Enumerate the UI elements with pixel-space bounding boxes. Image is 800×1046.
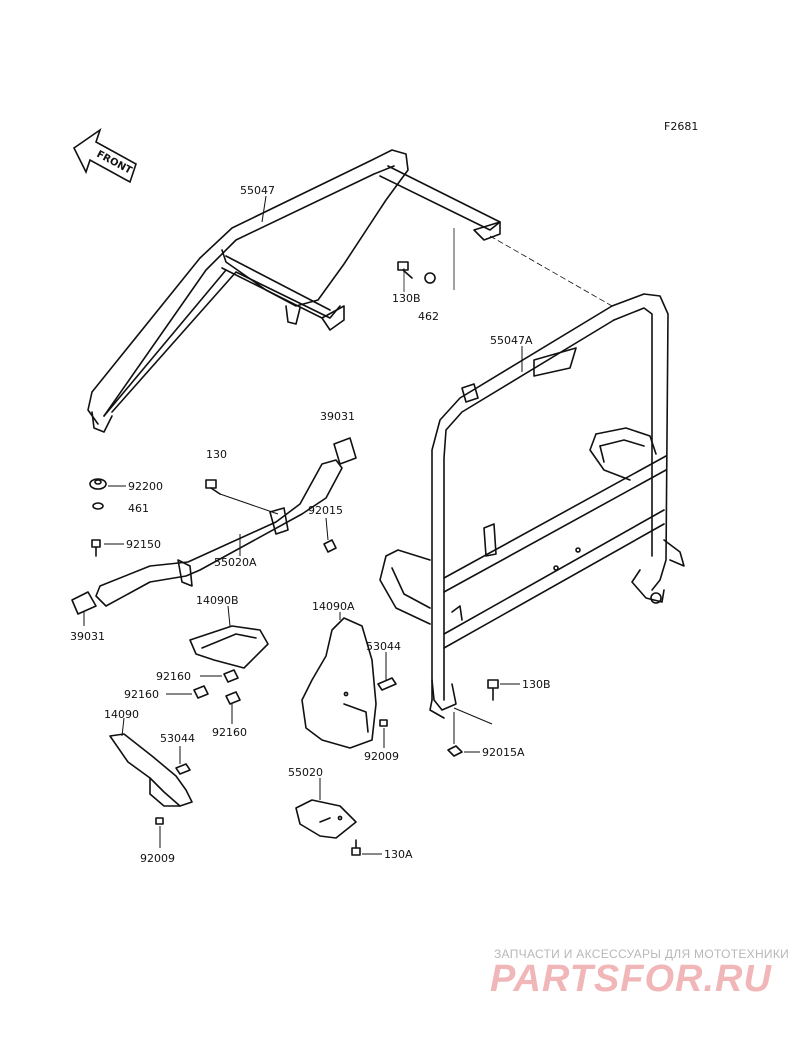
label-130b-top: 130B xyxy=(392,292,421,305)
grip-39031-bottom xyxy=(71,591,97,615)
front-arrow-icon: FRONT xyxy=(72,127,137,184)
bushing-92200-icon xyxy=(89,478,107,490)
label-53044-right: 53044 xyxy=(366,640,401,653)
label-53044-left: 53044 xyxy=(160,732,195,745)
grip-39031-top xyxy=(333,437,357,465)
lower-bar-55020A xyxy=(95,459,343,607)
leader-55047 xyxy=(261,195,267,223)
leader-130b-right-dash xyxy=(453,707,493,725)
watermark-tagline: ЗАПЧАСТИ И АКСЕССУАРЫ ДЛЯ МОТОТЕХНИКИ xyxy=(494,947,790,961)
bolt-130b-right-icon xyxy=(487,679,499,701)
leader-92015 xyxy=(325,517,329,541)
label-92200: 92200 xyxy=(128,480,163,493)
guard-14090 xyxy=(109,733,193,807)
bolt-130A-icon xyxy=(351,839,361,856)
bracket-55020 xyxy=(295,799,357,839)
figure-code: F2681 xyxy=(664,120,698,133)
bolt-130-icon xyxy=(205,479,221,495)
label-462: 462 xyxy=(418,310,439,323)
connect-dash-1 xyxy=(489,235,613,307)
label-92160-c: 92160 xyxy=(212,726,247,739)
label-14090A: 14090A xyxy=(312,600,355,613)
leader-14090 xyxy=(121,717,125,737)
watermark-logo: PARTSFOR.RU xyxy=(490,958,772,1000)
clip-53044-left-icon xyxy=(175,763,191,775)
screw-92009-mid-icon xyxy=(379,719,388,727)
label-39031-top: 39031 xyxy=(320,410,355,423)
label-92009-bot: 92009 xyxy=(140,852,175,865)
label-461: 461 xyxy=(128,502,149,515)
label-55020A: 55020A xyxy=(214,556,257,569)
label-130b-right: 130B xyxy=(522,678,551,691)
bolt-92150-icon xyxy=(91,539,101,557)
label-92160-b: 92160 xyxy=(124,688,159,701)
nut-462-icon xyxy=(424,272,436,284)
label-55047: 55047 xyxy=(240,184,275,197)
label-130: 130 xyxy=(206,448,227,461)
bolt-130b-top-icon xyxy=(397,261,413,279)
pad-92160-b-icon xyxy=(193,685,209,699)
washer-461-icon xyxy=(92,502,104,510)
nut-92015A-icon xyxy=(447,745,463,757)
label-92160-a: 92160 xyxy=(156,670,191,683)
leader-130 xyxy=(219,493,279,515)
label-55020: 55020 xyxy=(288,766,323,779)
label-92150: 92150 xyxy=(126,538,161,551)
label-55047A: 55047A xyxy=(490,334,533,347)
plate-14090B xyxy=(189,625,269,669)
label-39031-bot: 39031 xyxy=(70,630,105,643)
pad-92160-c-icon xyxy=(225,691,241,705)
guard-14090A xyxy=(301,617,377,749)
label-92009-mid: 92009 xyxy=(364,750,399,763)
label-130A: 130A xyxy=(384,848,413,861)
label-14090: 14090 xyxy=(104,708,139,721)
screw-92009-bot-icon xyxy=(155,817,164,825)
leader-14090B xyxy=(227,605,231,627)
clip-53044-right-icon xyxy=(377,677,397,691)
pad-92160-a-icon xyxy=(223,669,239,683)
nut-92015-icon xyxy=(323,539,337,553)
label-92015: 92015 xyxy=(308,504,343,517)
rear-cage-55047A xyxy=(379,293,685,719)
roof-frame-55047 xyxy=(87,149,501,433)
label-14090B: 14090B xyxy=(196,594,239,607)
label-92015A: 92015A xyxy=(482,746,525,759)
